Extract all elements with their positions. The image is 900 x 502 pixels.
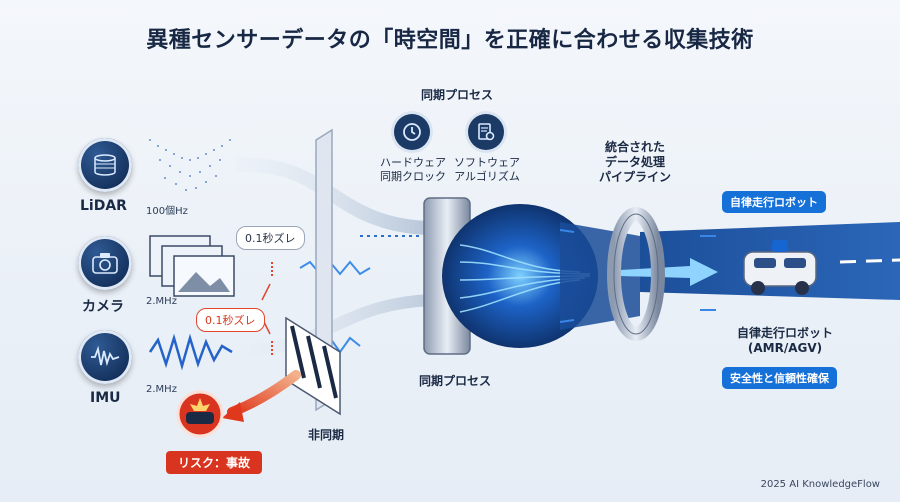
hw-clock-badge	[394, 114, 430, 150]
sensor-label-imu: IMU	[90, 390, 121, 406]
pipeline-line2: データ処理	[604, 155, 665, 169]
camera-frames	[149, 235, 235, 297]
sw-algo-line1: ソフトウェア	[454, 156, 520, 169]
sync-process-label-top: 同期プロセス	[420, 88, 493, 102]
sw-algo-label: ソフトウェア アルゴリズム	[444, 156, 530, 184]
robot-tag: 自律走行ロボット	[722, 191, 826, 213]
sw-algo-badge	[468, 114, 504, 150]
lidar-icon	[94, 154, 116, 176]
risk-label: リスク：事故	[166, 451, 263, 474]
imu-sensor	[78, 330, 132, 384]
offset-tag-red: 0.1秒ズレ	[196, 308, 265, 332]
sw-algo-line2: アルゴリズム	[454, 170, 520, 183]
freq-imu: 2.MHz	[146, 384, 177, 395]
hw-clock-line1: ハードウェア	[380, 156, 446, 169]
gear-document-icon	[478, 123, 495, 141]
sensor-label-camera: カメラ	[82, 299, 124, 315]
camera-sensor	[78, 236, 132, 290]
pipeline-label: 統合された データ処理 パイプライン	[580, 140, 690, 185]
async-label: 非同期	[307, 428, 344, 442]
robot-label-line2: (AMR/AGV)	[747, 341, 823, 355]
lidar-sensor	[78, 138, 132, 192]
sync-process-label-bottom: 同期プロセス	[418, 374, 491, 388]
freq-camera: 2.MHz	[146, 296, 177, 307]
offset-tag-gray: 0.1秒ズレ	[236, 226, 305, 250]
clock-icon	[403, 123, 421, 141]
pipeline-line1: 統合された	[604, 140, 665, 154]
hw-clock-line2: 同期クロック	[380, 170, 446, 183]
hw-clock-label: ハードウェア 同期クロック	[370, 156, 456, 184]
safety-tag: 安全性と信頼性確保	[722, 367, 837, 389]
camera-icon	[92, 253, 118, 274]
waveform-icon	[91, 346, 120, 367]
accident-icon	[176, 390, 224, 438]
credit: 2025 AI KnowledgeFlow	[760, 479, 880, 490]
pipeline-line3: パイプライン	[598, 170, 671, 184]
robot-label-line1: 自律走行ロボット	[736, 326, 833, 340]
freq-lidar: 100個Hz	[146, 206, 188, 217]
sensor-label-lidar: LiDAR	[80, 198, 127, 214]
robot-label: 自律走行ロボット (AMR/AGV)	[720, 326, 850, 356]
page-title: 異種センサーデータの「時空間」を正確に合わせる収集技術	[146, 28, 754, 53]
barrier	[285, 316, 341, 416]
robot	[743, 240, 817, 295]
